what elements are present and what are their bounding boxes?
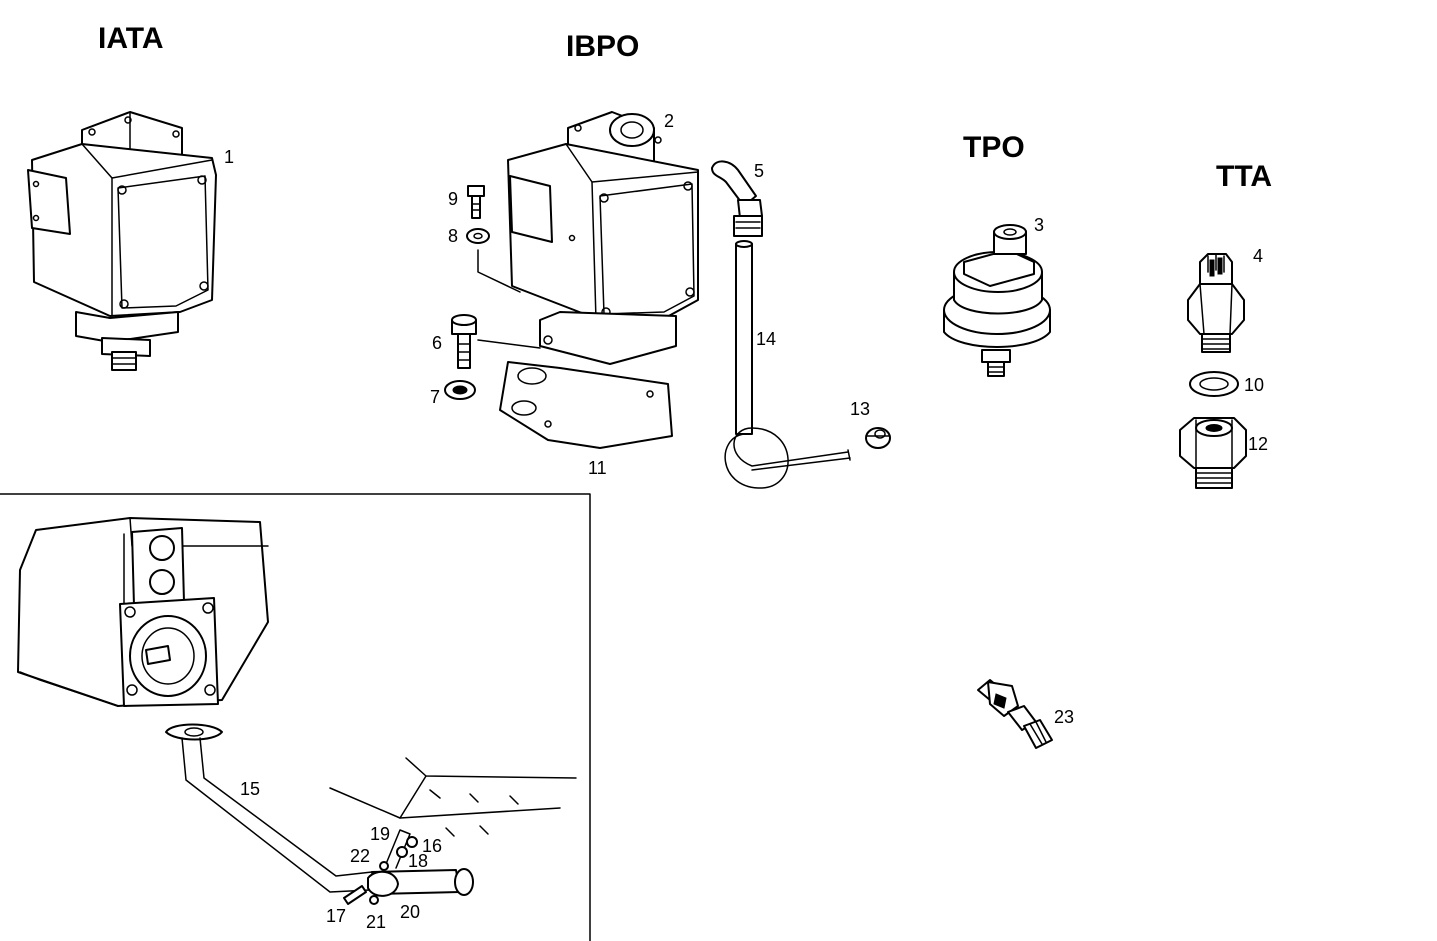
callout-12: 12 [1248, 434, 1268, 454]
part-22-nut [379, 861, 389, 871]
part-10-sealing-ring [1189, 371, 1239, 397]
part-13-clamp [865, 427, 891, 449]
part-18-washer [396, 846, 408, 858]
callout-17: 17 [326, 906, 346, 926]
callout-7: 7 [430, 387, 440, 407]
inset-frame [0, 493, 591, 941]
callout-19: 19 [370, 824, 390, 844]
callout-13: 13 [850, 399, 870, 419]
callout-8: 8 [448, 226, 458, 246]
part-17-bolt [343, 885, 367, 905]
callout-2: 2 [664, 111, 674, 131]
section-title-iata: IATA [98, 22, 164, 55]
part-5-elbow-fitting [711, 160, 763, 237]
callout-15: 15 [240, 779, 260, 799]
callout-18: 18 [408, 851, 428, 871]
callout-4: 4 [1253, 246, 1263, 266]
callout-14: 14 [756, 329, 776, 349]
section-title-tpo: TPO [963, 131, 1025, 164]
part-3-pressure-switch [943, 224, 1051, 377]
callout-16: 16 [422, 836, 442, 856]
callout-21: 21 [366, 912, 386, 932]
part-2-ibpo-unit [507, 111, 699, 365]
callout-20: 20 [400, 902, 420, 922]
part-14-tube [724, 240, 851, 489]
callout-22: 22 [350, 846, 370, 866]
part-8-washer [466, 228, 490, 244]
part-11-gasket [499, 361, 673, 449]
callout-6: 6 [432, 333, 442, 353]
callout-9: 9 [448, 189, 458, 209]
callout-23: 23 [1054, 707, 1074, 727]
callout-5: 5 [754, 161, 764, 181]
part-4-temperature-sender [1187, 253, 1245, 353]
part-16-nut [406, 836, 418, 848]
callout-1: 1 [224, 147, 234, 167]
callout-3: 3 [1034, 215, 1044, 235]
callout-11: 11 [588, 458, 607, 478]
part-23-inline-fitting [977, 679, 1053, 749]
part-21-screw [369, 895, 379, 905]
section-title-ibpo: IBPO [566, 30, 639, 63]
part-1-iata-unit [27, 111, 217, 371]
inset-frame-rails [329, 757, 577, 837]
leader-line [477, 249, 521, 293]
leader-line [477, 339, 541, 349]
part-7-washer [444, 380, 476, 400]
part-9-screw [467, 185, 485, 219]
section-title-tta: TTA [1216, 160, 1272, 193]
callout-10: 10 [1244, 375, 1264, 395]
part-20-clip [367, 870, 399, 897]
part-12-adapter [1179, 417, 1247, 489]
inset-engine-housing [17, 517, 269, 707]
part-6-bolt [451, 314, 477, 369]
